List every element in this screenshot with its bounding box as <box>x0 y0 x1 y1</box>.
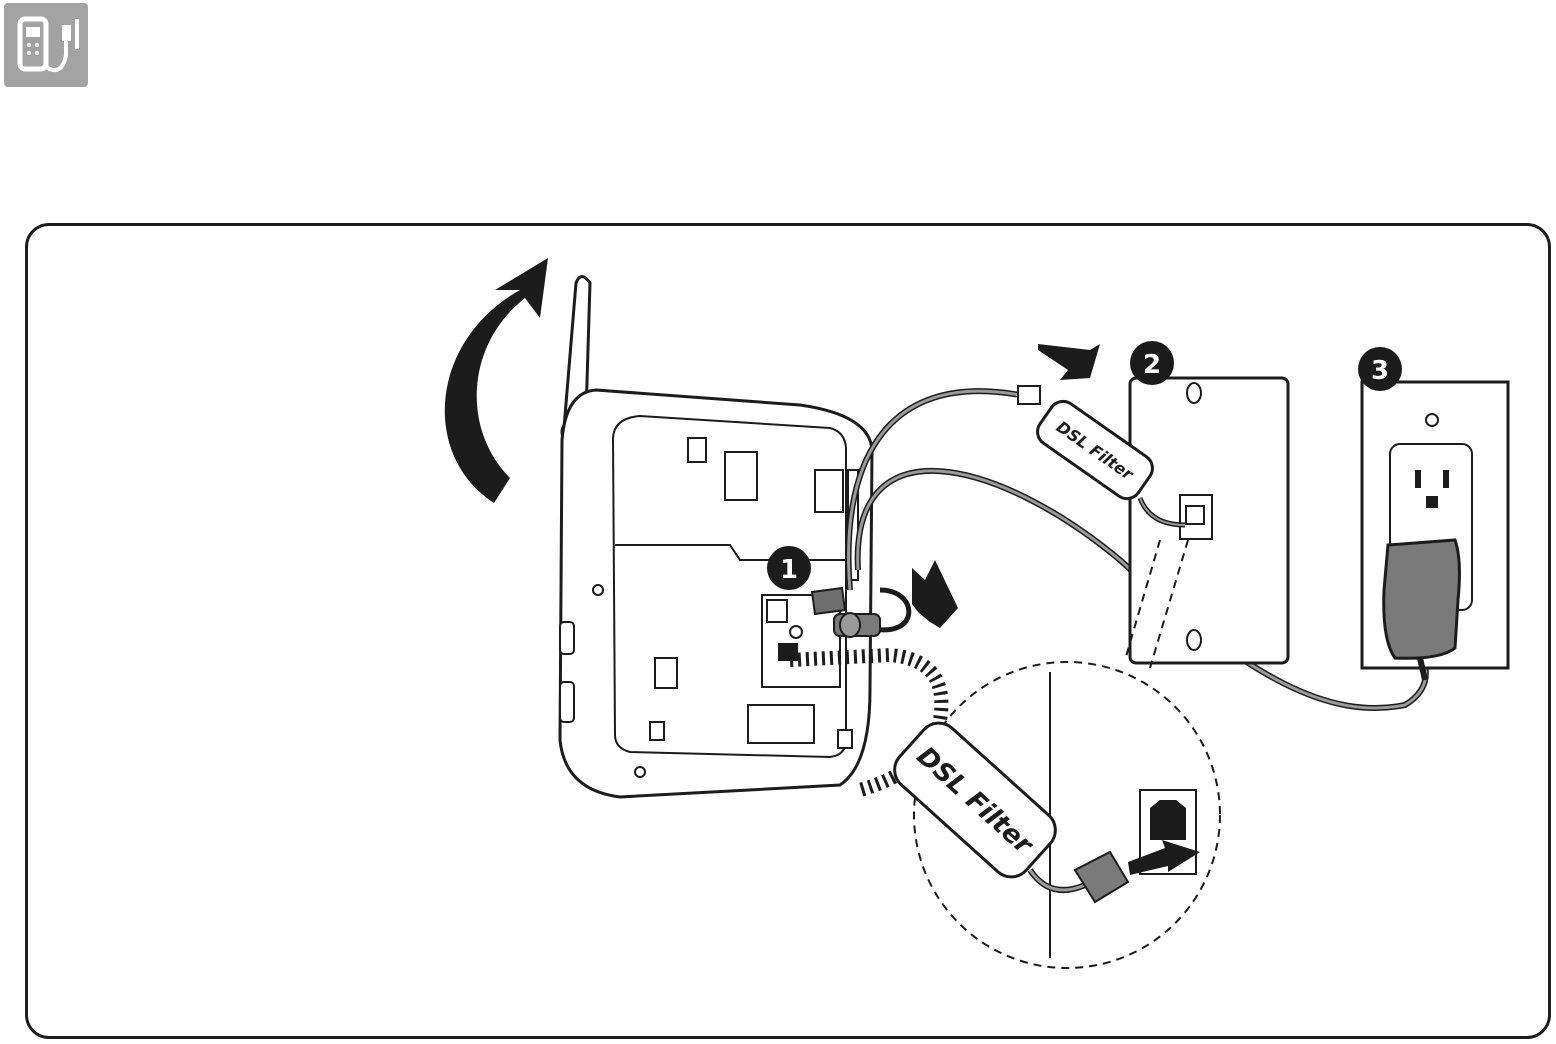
telephone-line-cord <box>849 391 1020 590</box>
wall-phone-jack <box>1130 378 1288 663</box>
push-arrow-icon <box>1038 344 1100 380</box>
svg-text:2: 2 <box>1143 350 1161 380</box>
telephone-line-plug <box>812 588 845 614</box>
svg-text:1: 1 <box>780 555 798 585</box>
svg-text:3: 3 <box>1371 356 1389 386</box>
push-arrow-icon <box>912 560 958 628</box>
curved-arrow-icon <box>445 258 548 503</box>
power-plug <box>834 613 880 637</box>
step-badge-3: 3 <box>1358 347 1402 391</box>
ac-adapter <box>1384 540 1460 658</box>
rj11-plug <box>1018 386 1040 404</box>
step-badge-1: 1 <box>767 546 811 590</box>
step-badge-2: 2 <box>1130 341 1174 385</box>
